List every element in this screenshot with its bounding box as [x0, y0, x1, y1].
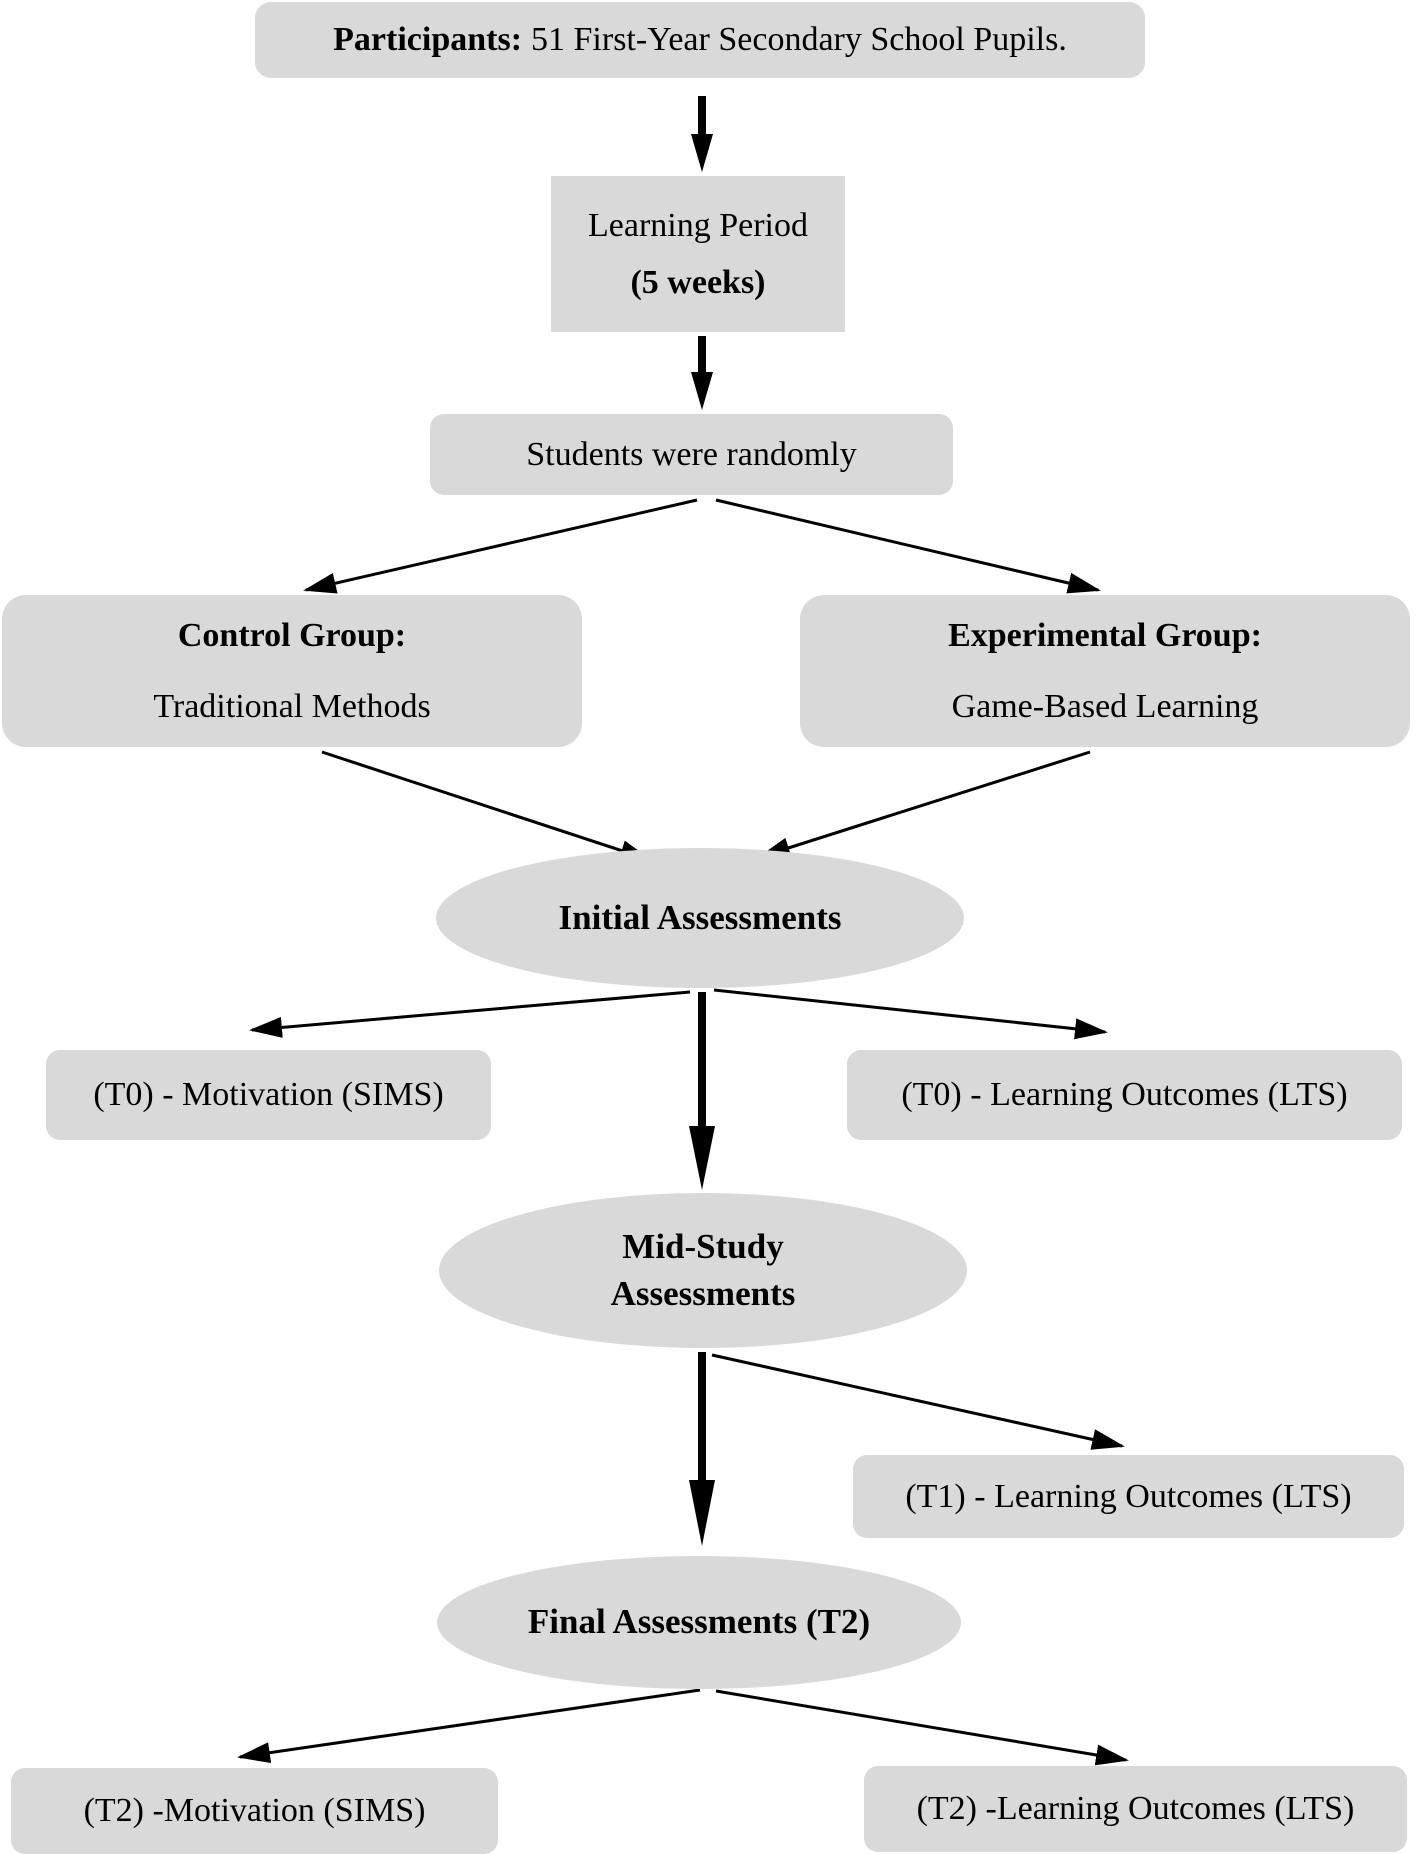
t2-motivation-label: (T2) -Motivation (SIMS)	[83, 1792, 426, 1830]
node-learning-period: Learning Period (5 weeks)	[551, 176, 845, 332]
node-t0-learning-outcomes: (T0) - Learning Outcomes (LTS)	[847, 1050, 1402, 1140]
arrow-final-to-t2-learning	[715, 1689, 1129, 1766]
learning-period-line1: Learning Period	[588, 206, 808, 244]
arrow-control-to-initial	[321, 750, 653, 862]
arrow-initial-to-t0-learning	[713, 988, 1108, 1040]
experimental-group-subtitle: Game-Based Learning	[951, 688, 1259, 725]
node-t0-motivation: (T0) - Motivation (SIMS)	[46, 1050, 491, 1140]
arrow-participants-to-learning-period	[691, 96, 713, 172]
node-t1-learning-outcomes: (T1) - Learning Outcomes (LTS)	[853, 1455, 1404, 1538]
node-t2-motivation: (T2) -Motivation (SIMS)	[11, 1768, 498, 1854]
initial-assessments-label: Initial Assessments	[558, 897, 842, 937]
node-t2-learning-outcomes: (T2) -Learning Outcomes (LTS)	[864, 1766, 1407, 1852]
randomization-label: Students were randomly	[526, 435, 857, 473]
final-assessments-label: Final Assessments (T2)	[527, 1602, 871, 1642]
t2-learning-outcomes-label: (T2) -Learning Outcomes (LTS)	[916, 1790, 1355, 1828]
arrow-final-to-t2-motivation	[237, 1688, 701, 1764]
arrow-randomization-to-experimental	[715, 498, 1101, 594]
experimental-group-title: Experimental Group:	[948, 616, 1262, 654]
control-group-title: Control Group:	[177, 616, 407, 654]
arrow-mid-study-to-t1-learning	[711, 1353, 1125, 1450]
t0-motivation-label: (T0) - Motivation (SIMS)	[93, 1076, 444, 1114]
node-control-group: Control Group: Traditional Methods	[2, 595, 582, 747]
node-experimental-group: Experimental Group: Game-Based Learning	[800, 595, 1410, 747]
t1-learning-outcomes-label: (T1) - Learning Outcomes (LTS)	[905, 1477, 1352, 1515]
node-randomization: Students were randomly	[430, 414, 953, 495]
arrow-mid-study-to-final	[689, 1352, 715, 1546]
control-group-subtitle: Traditional Methods	[153, 688, 431, 725]
mid-study-line1: Mid-Study	[622, 1226, 784, 1266]
node-initial-assessments: Initial Assessments	[436, 848, 964, 988]
arrow-randomization-to-control	[303, 498, 698, 594]
node-participants: Participants:51 First-Year Secondary Sch…	[255, 2, 1145, 78]
arrow-initial-to-mid-study	[689, 992, 715, 1190]
participants-label-bold: Participants:	[333, 21, 523, 59]
node-final-assessments: Final Assessments (T2)	[437, 1556, 961, 1689]
arrow-initial-to-t0-motivation	[249, 990, 691, 1038]
t0-learning-outcomes-label: (T0) - Learning Outcomes (LTS)	[901, 1076, 1348, 1114]
participants-label-text: 51 First-Year Secondary School Pupils.	[531, 21, 1067, 59]
learning-period-line2: (5 weeks)	[630, 264, 766, 301]
arrow-learning-period-to-randomization	[691, 336, 713, 410]
mid-study-line2: Assessments	[610, 1273, 796, 1313]
arrow-experimental-to-initial	[757, 750, 1091, 859]
node-mid-study-assessments: Mid-Study Assessments	[439, 1193, 967, 1348]
